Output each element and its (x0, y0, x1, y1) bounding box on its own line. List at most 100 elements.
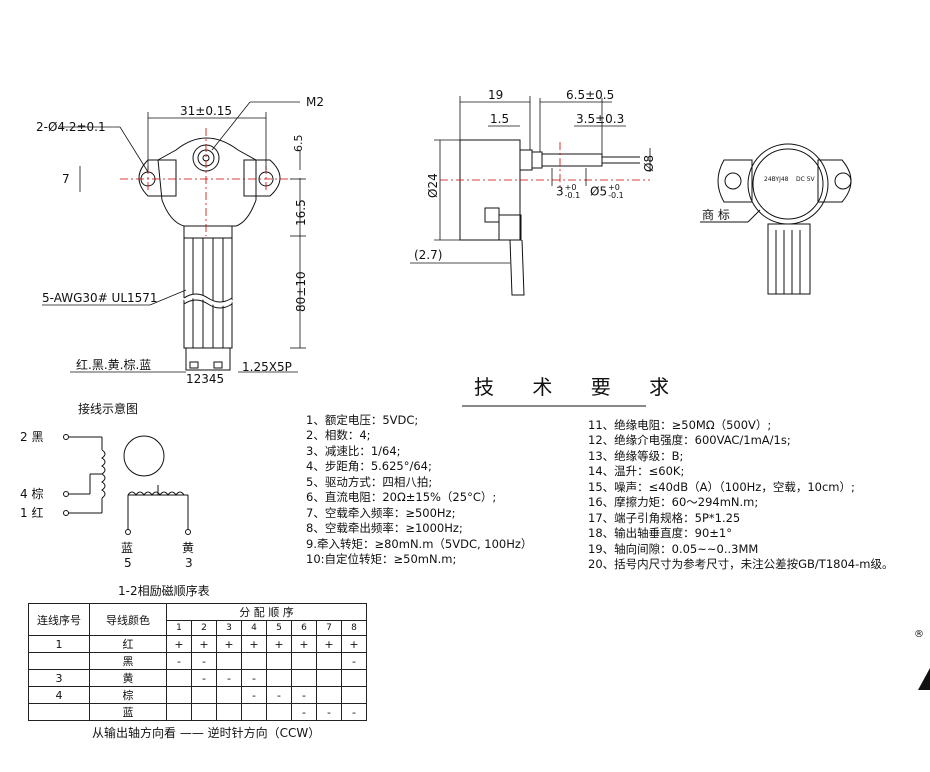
dim-body-height: 16.5 (294, 199, 308, 226)
requirement-item: 1、额定电压：5VDC; (306, 413, 419, 427)
pin-2-black: 2 黑 (20, 430, 44, 444)
step-cell: - (191, 669, 217, 687)
step-header: 7 (316, 620, 342, 636)
label-model: 24BYJ48 (764, 176, 789, 183)
dim-length-19: 19 (488, 88, 504, 102)
step-cell: + (241, 635, 267, 653)
requirement-item: 5、驱动方式：四相八拍; (306, 475, 433, 489)
color-cell: 红 (89, 635, 167, 653)
wiring-title: 接线示意图 (78, 402, 139, 416)
requirement-item: 17、端子引角规格：5P*1.25 (588, 511, 741, 525)
step-cell (291, 652, 317, 670)
step-cell (316, 686, 342, 704)
color-cell: 黑 (89, 652, 167, 670)
step-cell: - (291, 703, 317, 721)
step-cell (166, 703, 192, 721)
requirement-item: 3、减速比：1/64; (306, 444, 401, 458)
step-cell (341, 686, 367, 704)
step-header: 3 (216, 620, 242, 636)
dim-3-5: 3.5±0.3 (576, 112, 625, 126)
step-cell: + (341, 635, 367, 653)
connector-spec: 1.25X5P (242, 360, 292, 374)
requirement-item: 8、空载牵出频率：≥1000Hz; (306, 521, 463, 535)
step-cell (241, 652, 267, 670)
step-cell (266, 652, 292, 670)
pin-1-red: 1 红 (20, 506, 44, 520)
requirement-item: 20、括号内尺寸为参考尺寸，未注公差按GB/T1804-m级。 (588, 557, 894, 571)
requirements-title: 技 术 要 求 (474, 375, 686, 399)
requirement-item: 19、轴向间隙：0.05~~0..3MM (588, 542, 759, 556)
dim-2-7: (2.7) (414, 248, 443, 262)
step-cell (316, 669, 342, 687)
step-header: 5 (266, 620, 292, 636)
step-cell: - (216, 669, 242, 687)
blue-pin-number: 5 (124, 556, 132, 570)
yellow-label: 黄 (182, 541, 195, 555)
registered-mark: ® (914, 629, 924, 640)
step-cell: - (241, 686, 267, 704)
pin-numbers: 12345 (186, 372, 225, 386)
dim-flat-3: 3+0-0.1 (556, 183, 581, 200)
header-sequence: 分 配 顺 序 (166, 603, 367, 621)
step-cell (166, 669, 192, 687)
dim-boss-dia: Ø8 (642, 154, 656, 172)
requirement-item: 10:自定位转矩：≥50mN.m; (306, 552, 457, 566)
side-centerline (440, 142, 650, 190)
step-cell: - (341, 703, 367, 721)
wire-spec: 5-AWG30# UL1571 (42, 291, 158, 305)
dim-thread: M2 (306, 95, 324, 109)
step-cell: - (341, 652, 367, 670)
step-cell (216, 686, 242, 704)
wire-color-order: 红.黑.黄.棕.蓝 (76, 358, 152, 372)
requirement-item: 9.牵入转矩：≥80mN.m（5VDC, 100Hz） (306, 537, 533, 551)
dim-1-5: 1.5 (490, 112, 510, 126)
requirement-item: 13、绝缘等级：B; (588, 449, 684, 463)
step-cell: - (241, 669, 267, 687)
step-cell: + (191, 635, 217, 653)
step-header: 8 (341, 620, 367, 636)
wiring-terminals (63, 434, 191, 535)
dim-shaft-6-5: 6.5±0.5 (566, 88, 615, 102)
step-cell (341, 669, 367, 687)
dim-body-dia: Ø24 (426, 173, 440, 198)
dim-ear: 6.5 (292, 134, 305, 153)
color-cell: 黄 (89, 669, 167, 687)
lead-cell: 1 (28, 635, 90, 653)
dim-mount-holes: 2-Ø4.2±0.1 (36, 120, 106, 134)
step-cell (291, 669, 317, 687)
step-cell (316, 652, 342, 670)
step-cell: + (266, 635, 292, 653)
header-lead: 连线序号 (28, 603, 90, 636)
front-dimensions (42, 101, 306, 373)
lead-cell: 3 (28, 669, 90, 687)
step-cell: - (266, 686, 292, 704)
requirement-item: 16、摩擦力矩：60～294mN.m; (588, 495, 759, 509)
step-cell (216, 703, 242, 721)
dim-seven: 7 (62, 172, 70, 186)
requirement-item: 4、步距角：5.625°/64; (306, 459, 432, 473)
table-row: 黑 - - - (28, 652, 367, 670)
step-header: 2 (191, 620, 217, 636)
front-view-outline (138, 137, 281, 371)
front-centerlines (120, 128, 292, 236)
table-row: 4 棕 - - - (28, 686, 367, 704)
table-row: 蓝 - - - (28, 703, 367, 721)
rotation-direction-note: 从输出轴方向看 —— 逆时针方向（CCW） (92, 726, 321, 740)
dim-lead-length: 80±10 (294, 271, 308, 312)
corner-arrow (918, 668, 930, 690)
side-dimensions (410, 96, 651, 264)
step-cell: + (291, 635, 317, 653)
pin-4-brown: 4 棕 (20, 487, 44, 501)
lead-cell (28, 652, 90, 670)
step-cell (266, 703, 292, 721)
step-cell: - (316, 703, 342, 721)
step-cell (266, 669, 292, 687)
step-cell: + (166, 635, 192, 653)
color-cell: 蓝 (89, 703, 167, 721)
header-color: 导线颜色 (89, 603, 167, 636)
requirement-item: 2、相数：4; (306, 428, 371, 442)
step-header: 1 (166, 620, 192, 636)
step-cell (191, 686, 217, 704)
requirement-item: 7、空载牵入频率：≥500Hz; (306, 506, 456, 520)
blue-label: 蓝 (121, 541, 134, 555)
